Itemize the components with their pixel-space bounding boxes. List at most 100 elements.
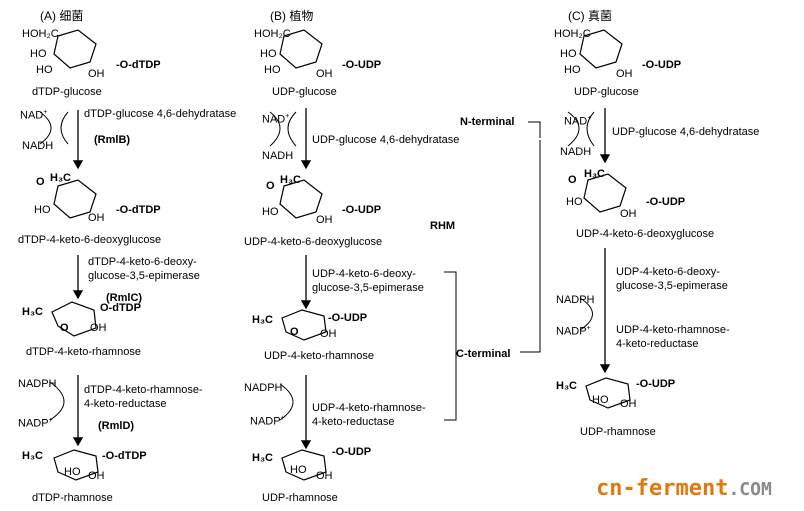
- gene-a1: (RmlB): [94, 134, 131, 146]
- label-o-a3: O: [60, 322, 69, 334]
- label-h3c-c2: H₃C: [584, 168, 605, 180]
- ring-c2: [583, 173, 627, 213]
- nucleotide-a4: -O-dTDP: [102, 450, 147, 462]
- nucleotide-a2: -O-dTDP: [116, 204, 161, 216]
- label-ho-c2: HO: [566, 196, 583, 208]
- label-oh-c1: OH: [616, 68, 633, 80]
- label-ho-c3: HO: [592, 394, 609, 406]
- cofactor-curve-a3: [49, 381, 65, 421]
- compound-c2: UDP-4-keto-6-deoxyglucose: [576, 228, 715, 240]
- label-ho-a2: HO: [34, 204, 51, 216]
- header-a: (A) 细菌: [40, 9, 84, 23]
- label-oh-a1: OH: [88, 68, 105, 80]
- label-h3c-b3: H₃C: [252, 314, 273, 326]
- ring-a3: [51, 301, 97, 337]
- enzyme-b3-line2: 4-keto-reductase: [312, 416, 395, 428]
- label-h3c-c3: H₃C: [556, 380, 577, 392]
- compound-b1: UDP-glucose: [272, 86, 337, 98]
- label-oh-b3: OH: [320, 328, 337, 340]
- label-ho-b4: HO: [290, 464, 307, 476]
- label-h3c-a2: H₃C: [50, 172, 71, 184]
- nucleotide-c1: -O-UDP: [642, 59, 682, 71]
- enzyme-c2-line3: UDP-4-keto-rhamnose-: [616, 324, 730, 336]
- compound-b4: UDP-rhamnose: [262, 492, 338, 504]
- label-oh-b1: OH: [316, 68, 333, 80]
- nucleotide-c3: -O-UDP: [636, 378, 676, 390]
- n-terminal-label: N-terminal: [460, 116, 515, 128]
- enzyme-c2-line2: glucose-3,5-epimerase: [616, 280, 728, 292]
- enzyme-a1: dTDP-glucose 4,6-dehydratase: [84, 108, 237, 120]
- nucleotide-b4: -O-UDP: [332, 446, 372, 458]
- label-hoh2c-b1: HOH₂C: [254, 28, 291, 40]
- label-oh-c2: OH: [620, 208, 637, 220]
- enzyme-c1: UDP-glucose 4,6-dehydratase: [612, 126, 760, 138]
- cofactor-nadp-a: NADP+: [18, 417, 53, 430]
- label-ho-c1: HO: [560, 48, 577, 60]
- ring-b4: [281, 449, 327, 481]
- enzyme-c2-line4: 4-keto-reductase: [616, 338, 699, 350]
- ring-b3: [281, 309, 327, 341]
- cofactor-nadp-b: NADP+: [250, 415, 285, 428]
- ring-c1: [579, 29, 623, 69]
- enzyme-a2-line1: dTDP-4-keto-6-deoxy-: [88, 256, 197, 268]
- cofactor-nadh-c: NADH: [560, 146, 592, 158]
- label-o-b3: O: [290, 326, 299, 338]
- enzyme-a3-line1: dTDP-4-keto-rhamnose-: [84, 384, 203, 396]
- cofactor-curve-a1: [39, 111, 52, 145]
- gene-a2: (RmlC): [106, 292, 143, 304]
- label-oh-a2: OH: [88, 212, 105, 224]
- label-h3c-a3: H₃C: [22, 306, 43, 318]
- cofactor-nad-a: NAD+: [20, 109, 48, 122]
- label-ho-b1b: HO: [264, 64, 281, 76]
- label-oh-a4: OH: [88, 470, 105, 482]
- ring-a1: [53, 29, 97, 69]
- ring-a2: [53, 179, 97, 219]
- nucleotide-b3: -O-UDP: [328, 312, 368, 324]
- enzyme-b2-line2: glucose-3,5-epimerase: [312, 282, 424, 294]
- label-h3c-b4: H₃C: [252, 452, 273, 464]
- ring-a4: [53, 449, 99, 481]
- label-oh-a3: OH: [90, 322, 107, 334]
- compound-a3: dTDP-4-keto-rhamnose: [26, 346, 141, 358]
- label-o-a2: O: [36, 176, 45, 188]
- label-ho-a1: HO: [30, 48, 47, 60]
- gene-a3: (RmlD): [98, 420, 135, 432]
- nucleotide-b1: -O-UDP: [342, 59, 382, 71]
- label-h3c-a4: H₃C: [22, 450, 43, 462]
- cofactor-nadh-b: NADH: [262, 150, 294, 162]
- cofactor-nad-b: NAD+: [262, 113, 290, 126]
- enzyme-a3-line2: 4-keto-reductase: [84, 398, 167, 410]
- ring-b1: [279, 29, 323, 69]
- cofactor-nadph-b: NADPH: [244, 382, 283, 394]
- nucleotide-a3: O-dTDP: [100, 302, 141, 314]
- label-h3c-b2: H₃C: [280, 174, 301, 186]
- label-oh-c3: OH: [620, 398, 637, 410]
- nucleotide-b2: -O-UDP: [342, 204, 382, 216]
- cofactor-nadp-c: NADP+: [556, 325, 591, 338]
- enzyme-a2-line2: glucose-3,5-epimerase: [88, 270, 200, 282]
- watermark: cn-ferment.COM: [596, 476, 772, 501]
- cofactor-nadph-a: NADPH: [18, 378, 57, 390]
- label-oh-b2: OH: [316, 214, 333, 226]
- enzyme-b2-line1: UDP-4-keto-6-deoxy-: [312, 268, 416, 280]
- ring-c3: [585, 377, 631, 409]
- compound-c3: UDP-rhamnose: [580, 426, 656, 438]
- nucleotide-a1: -O-dTDP: [116, 59, 161, 71]
- label-hoh2c-c1: HOH₂C: [554, 28, 591, 40]
- compound-a1: dTDP-glucose: [32, 86, 102, 98]
- c-terminal-label: C-terminal: [456, 348, 511, 360]
- label-ho-c1b: HO: [564, 64, 581, 76]
- label-ho-a4: HO: [64, 466, 81, 478]
- label-ho-b2: HO: [262, 206, 279, 218]
- ring-b2: [279, 179, 323, 219]
- cofactor-nadh-a: NADH: [22, 140, 54, 152]
- compound-a4: dTDP-rhamnose: [32, 492, 113, 504]
- header-b: (B) 植物: [270, 9, 314, 23]
- enzyme-b1: UDP-glucose 4,6-dehydratase: [312, 134, 460, 146]
- c-terminal-bracket: [444, 271, 457, 421]
- nucleotide-c2: -O-UDP: [646, 196, 686, 208]
- compound-b3: UDP-4-keto-rhamnose: [264, 350, 375, 362]
- cofactor-nad-c: NAD+: [564, 115, 592, 128]
- label-o-b2: O: [266, 180, 275, 192]
